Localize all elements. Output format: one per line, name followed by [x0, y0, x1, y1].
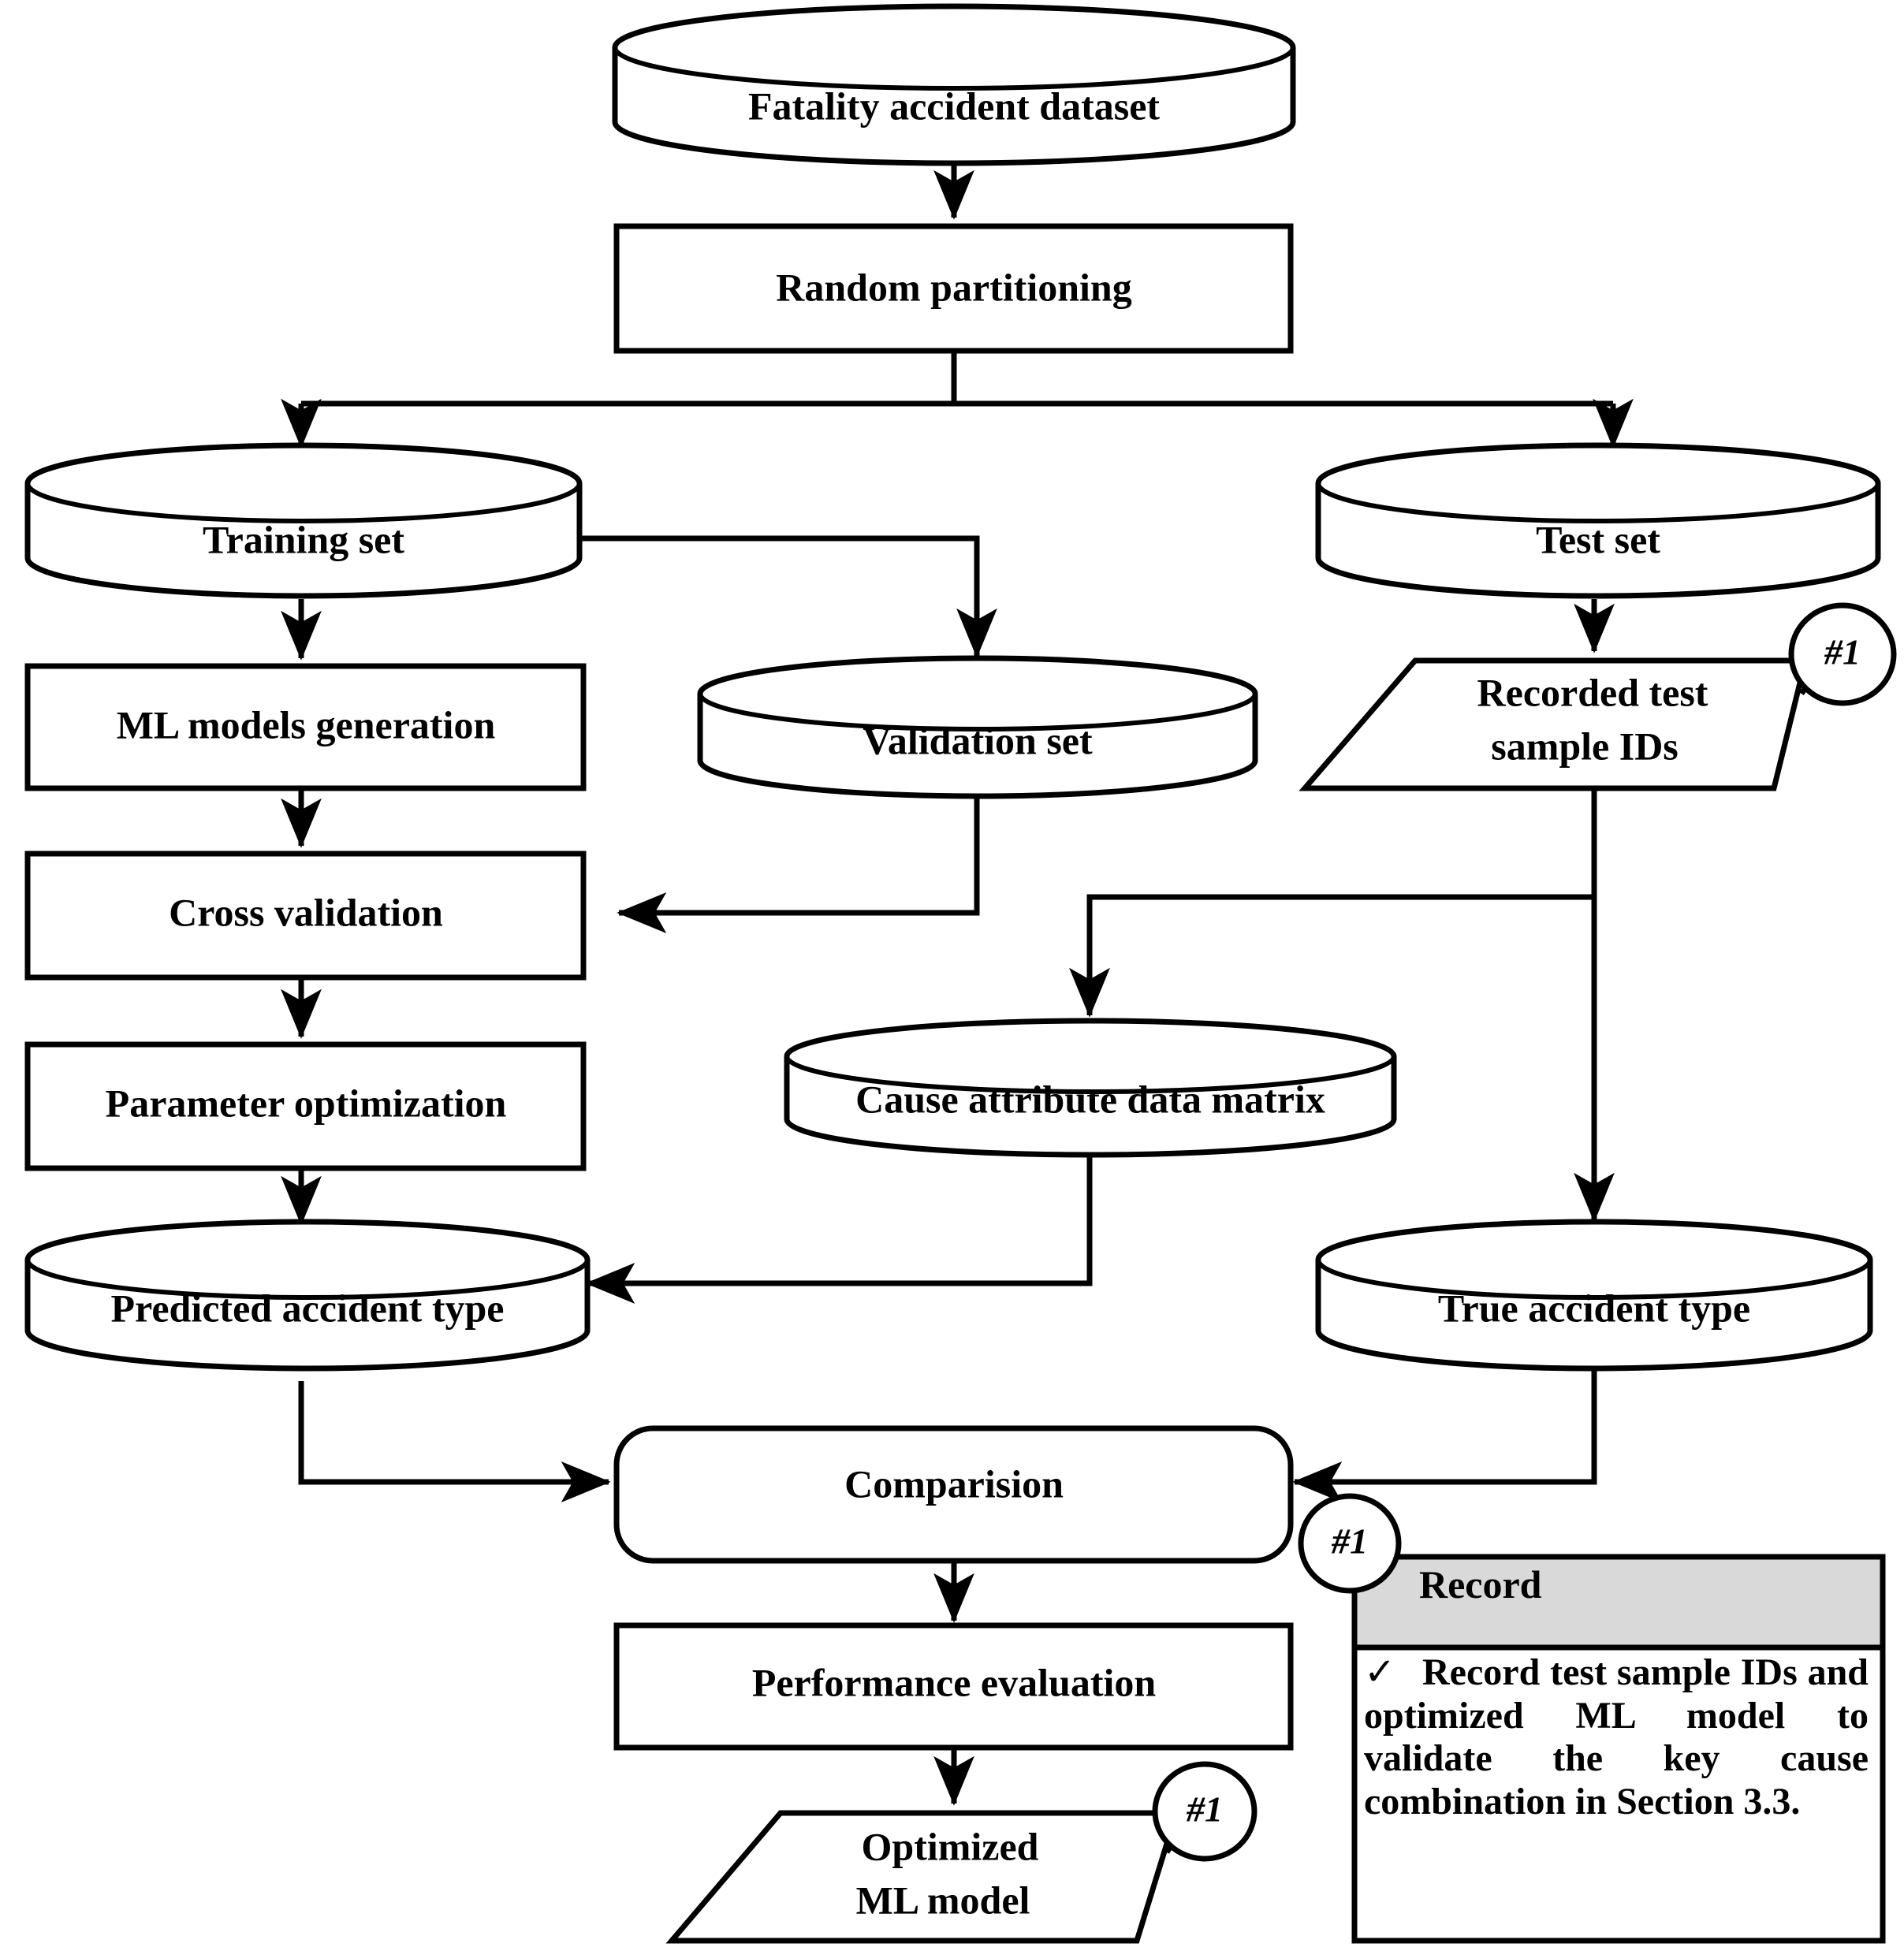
edge-partition-split: [281, 351, 1634, 449]
node-label: Fatality accident dataset: [748, 84, 1160, 128]
node-label: ML models generation: [117, 702, 496, 746]
edge-causematrix-to-predicted: [585, 1148, 1093, 1304]
node-label-line1: Optimized: [862, 1824, 1039, 1868]
node-label: Parameter optimization: [106, 1081, 507, 1125]
node-training-set[interactable]: Training set: [24, 442, 583, 599]
tag-label: #1: [1331, 1521, 1368, 1562]
note-body-text: ✓Record test sample IDs and optimized ML…: [1364, 1651, 1869, 1824]
tag-badge-recorded-ids[interactable]: #1: [1788, 602, 1897, 706]
node-random-partitioning[interactable]: Random partitioning: [613, 223, 1294, 354]
edge-recordedids-to-causematrix: [1069, 894, 1594, 1018]
node-validation-set[interactable]: Validation set: [697, 655, 1258, 799]
tag-badge-record-note[interactable]: #1: [1298, 1493, 1402, 1594]
tag-label: #1: [1824, 632, 1861, 672]
node-true-accident-type[interactable]: True accident type: [1315, 1219, 1873, 1372]
node-ml-models-generation[interactable]: ML models generation: [24, 663, 587, 791]
note-header-label: Record: [1419, 1562, 1542, 1606]
tag-badge-optimized-model[interactable]: #1: [1152, 1761, 1258, 1862]
node-label: Validation set: [863, 718, 1093, 762]
note-body-panel: [1351, 1644, 1886, 1944]
edge-training-to-validation: [581, 535, 997, 658]
checkmark-icon: ✓: [1364, 1651, 1396, 1693]
node-cause-attribute-data-matrix[interactable]: Cause attribute data matrix: [784, 1018, 1397, 1158]
note-record[interactable]: [1351, 1554, 1886, 1944]
node-fatality-accident-dataset[interactable]: Fatality accident dataset: [612, 3, 1296, 166]
edge-truetype-to-comparison: [1292, 1356, 1597, 1502]
node-predicted-accident-type[interactable]: Predicted accident type: [24, 1219, 591, 1372]
node-cross-validation[interactable]: Cross validation: [24, 851, 587, 981]
note-body-label: Record test sample IDs and optimized ML …: [1364, 1651, 1869, 1823]
node-label: Comparision: [844, 1461, 1064, 1506]
node-parameter-optimization[interactable]: Parameter optimization: [24, 1041, 587, 1171]
node-comparison[interactable]: Comparision: [613, 1425, 1294, 1564]
node-label: Random partitioning: [776, 265, 1131, 309]
node-label: Predicted accident type: [111, 1286, 505, 1330]
node-label: Training set: [203, 517, 404, 561]
node-label: Cause attribute data matrix: [855, 1077, 1325, 1121]
node-label: True accident type: [1438, 1286, 1750, 1330]
edge-validation-to-crossvalidation: [617, 788, 980, 933]
node-label: Cross validation: [169, 890, 443, 934]
node-label-line1: Recorded test: [1477, 670, 1708, 714]
node-performance-evaluation[interactable]: Performance evaluation: [613, 1622, 1294, 1751]
node-recorded-test-sample-ids[interactable]: Recorded test sample IDs: [1299, 657, 1809, 791]
node-label: Test set: [1536, 517, 1660, 561]
node-label-line2: ML model: [856, 1878, 1030, 1922]
node-optimized-ml-model[interactable]: Optimized ML model: [665, 1810, 1180, 1944]
node-label-line2: sample IDs: [1491, 724, 1679, 768]
node-test-set[interactable]: Test set: [1315, 442, 1881, 599]
tag-label: #1: [1186, 1789, 1223, 1830]
edge-predicted-to-comparison: [298, 1381, 611, 1502]
node-label: Performance evaluation: [752, 1660, 1157, 1704]
note-header-bar: [1351, 1554, 1886, 1651]
